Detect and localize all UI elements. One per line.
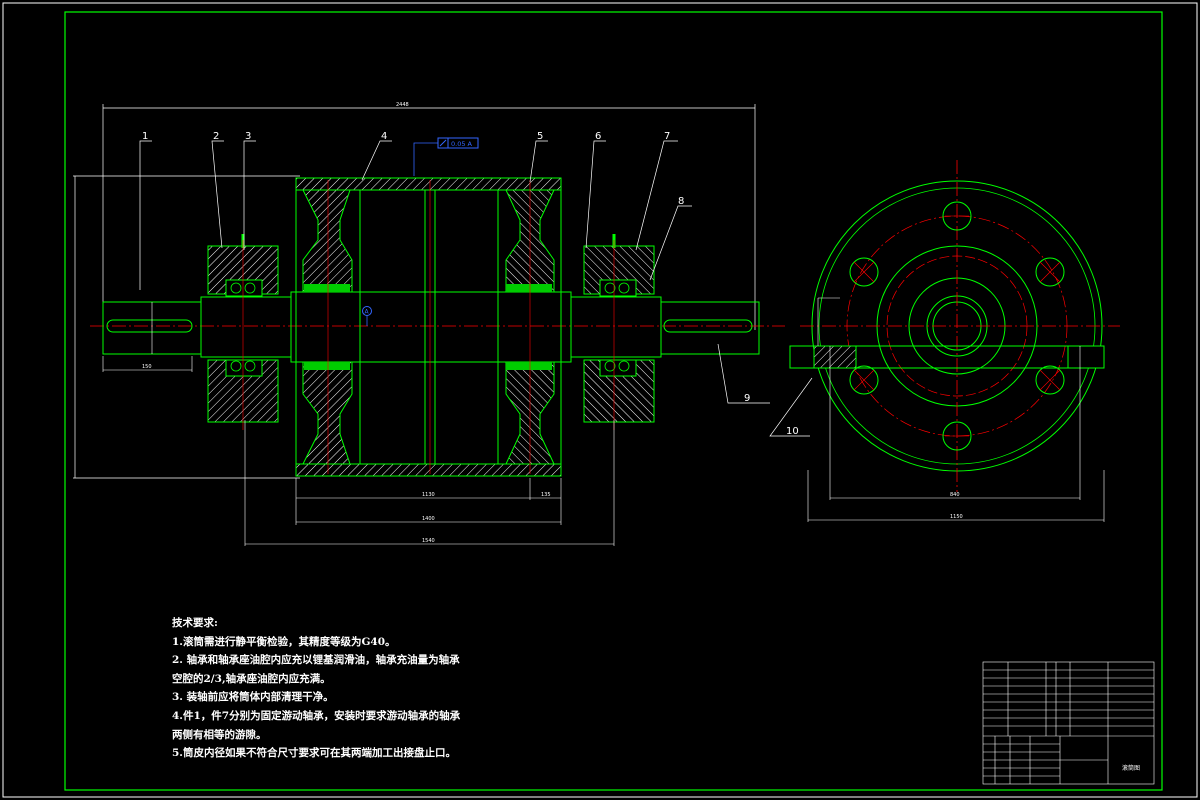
main-shaft [200,291,760,363]
svg-text:7: 7 [664,131,670,142]
title-block [982,661,1155,785]
requirement-line: 两侧有相等的游隙。 [172,728,267,741]
requirement-line: 3. 装轴前应将筒体内部清理干净。 [172,691,334,704]
svg-text:8: 8 [678,196,684,207]
right-bearing-housing [583,234,655,423]
dim-overall-length: 2448 [396,102,409,108]
end-view-bolt-holes [849,201,1065,451]
end-view-dimensions [807,297,1105,522]
svg-text:4: 4 [381,131,387,142]
part-leaders [139,140,813,437]
expansion-sleeves [304,284,552,370]
requirement-line: 空腔的2/3,轴承座油腔内应充满。 [172,672,331,685]
svg-text:9: 9 [744,393,750,404]
svg-text:10: 10 [786,426,799,437]
requirement-line: 5.筒皮内径如果不符合尺寸要求可在其两端加工出接盘止口。 [172,747,456,760]
svg-text:3: 3 [245,131,251,142]
requirement-line: 1.滚筒需进行静平衡检验，其精度等级为G40。 [172,635,396,648]
dim-drum-width: 1400 [422,516,435,522]
technical-requirements-heading: 技术要求: [172,617,218,629]
technical-requirements: 技术要求: 1.滚筒需进行静平衡检验，其精度等级为G40。 2. 轴承和轴承座油… [172,614,460,763]
end-view [800,160,1120,492]
svg-text:6: 6 [595,131,601,142]
requirement-line: 2. 轴承和轴承座油腔内应充以锂基润滑油，轴承充油量为轴承 [172,654,460,667]
left-bearing [230,282,256,372]
svg-text:0.05 A: 0.05 A [451,140,473,148]
sheet-inner-border [64,11,1163,791]
part-numbers: 1 2 3 4 5 6 7 8 9 10 [142,131,799,437]
svg-text:1: 1 [142,131,148,142]
svg-text:A: A [365,309,370,316]
overall-dimension [73,104,756,479]
svg-text:2: 2 [213,131,219,142]
left-drum-hub [302,189,353,465]
dim-shaft-extension: 150 [142,364,152,370]
right-bearing [604,282,630,372]
dim-pitch-circle: 840 [950,492,960,498]
requirement-line: 4.件1，件7分别为固定游动轴承，安装时要求游动轴承的轴承 [172,709,461,722]
dim-drum-face-2: 135 [541,492,551,498]
drum-centerlines [242,180,615,474]
bottom-dimensions [244,420,615,546]
dim-outer-diameter: 1150 [950,514,963,520]
drawing-name: 滚筒图 [1122,764,1140,772]
dim-bearing-span: 1540 [422,538,435,544]
svg-text:5: 5 [537,131,543,142]
end-view-bolt-centerlines [853,215,1061,437]
dim-drum-face-1: 1130 [422,492,435,498]
end-view-section-cut [789,345,1105,369]
tolerance-frame: 0.05 A [413,137,479,176]
datum-marker: A [362,306,372,326]
